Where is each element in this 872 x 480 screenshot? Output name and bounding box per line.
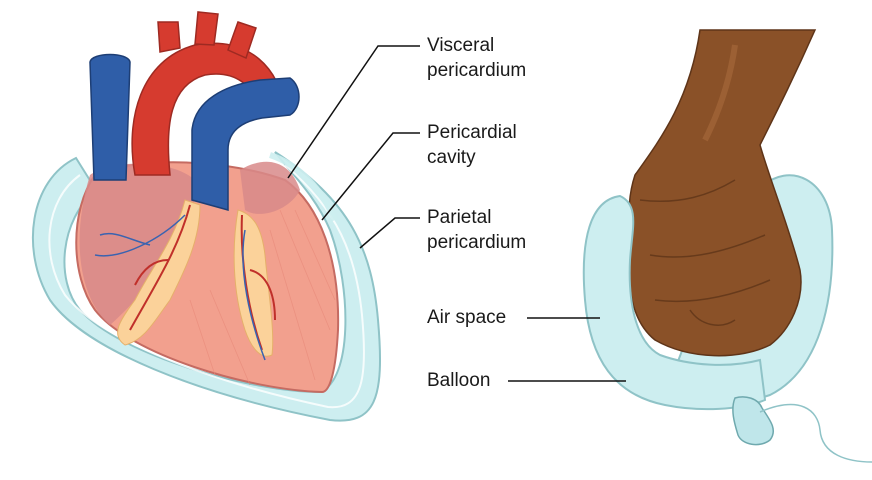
label-balloon: Balloon	[427, 370, 491, 391]
balloon-knot	[732, 396, 774, 446]
aortic-branch-2	[194, 11, 219, 46]
leader-visceral	[287, 45, 420, 179]
fist-highlight	[702, 44, 738, 142]
aortic-branch-3	[227, 21, 257, 60]
label-visceral-pericardium: Visceral pericardium	[427, 33, 526, 83]
visceral-pericardium-layer	[268, 152, 338, 222]
leader-parietal	[359, 217, 420, 249]
leader-lines-right	[508, 317, 626, 382]
aortic-branch-1	[157, 21, 181, 53]
leader-cavity	[321, 132, 420, 221]
label-pericardial-cavity: Pericardial cavity	[427, 120, 517, 170]
superior-vena-cava	[89, 53, 131, 181]
pulmonary-trunk	[191, 77, 300, 211]
label-visceral-line1: Visceral	[427, 35, 495, 56]
muscle-striations	[189, 209, 336, 386]
balloon-string	[759, 403, 872, 463]
coronary-vein	[94, 214, 266, 361]
leader-lines-left	[287, 45, 420, 249]
label-air-space: Air space	[427, 307, 507, 328]
balloon-analogy-illustration	[582, 29, 872, 463]
right-atrium	[79, 163, 196, 325]
label-parietal-pericardium: Parietal pericardium	[427, 205, 526, 255]
pericardial-cavity-line	[48, 164, 365, 409]
heart-illustration	[31, 11, 381, 422]
label-parietal-line2: pericardium	[427, 232, 527, 253]
label-visceral-line2: pericardium	[427, 60, 527, 81]
fist-finger-creases	[639, 179, 771, 326]
left-atrium	[240, 161, 300, 214]
label-parietal-line1: Parietal	[427, 207, 492, 228]
label-cavity-line2: cavity	[427, 147, 476, 168]
label-cavity-line1: Pericardial	[427, 122, 517, 143]
fist-forearm	[628, 29, 817, 357]
coronary-artery	[129, 204, 276, 351]
